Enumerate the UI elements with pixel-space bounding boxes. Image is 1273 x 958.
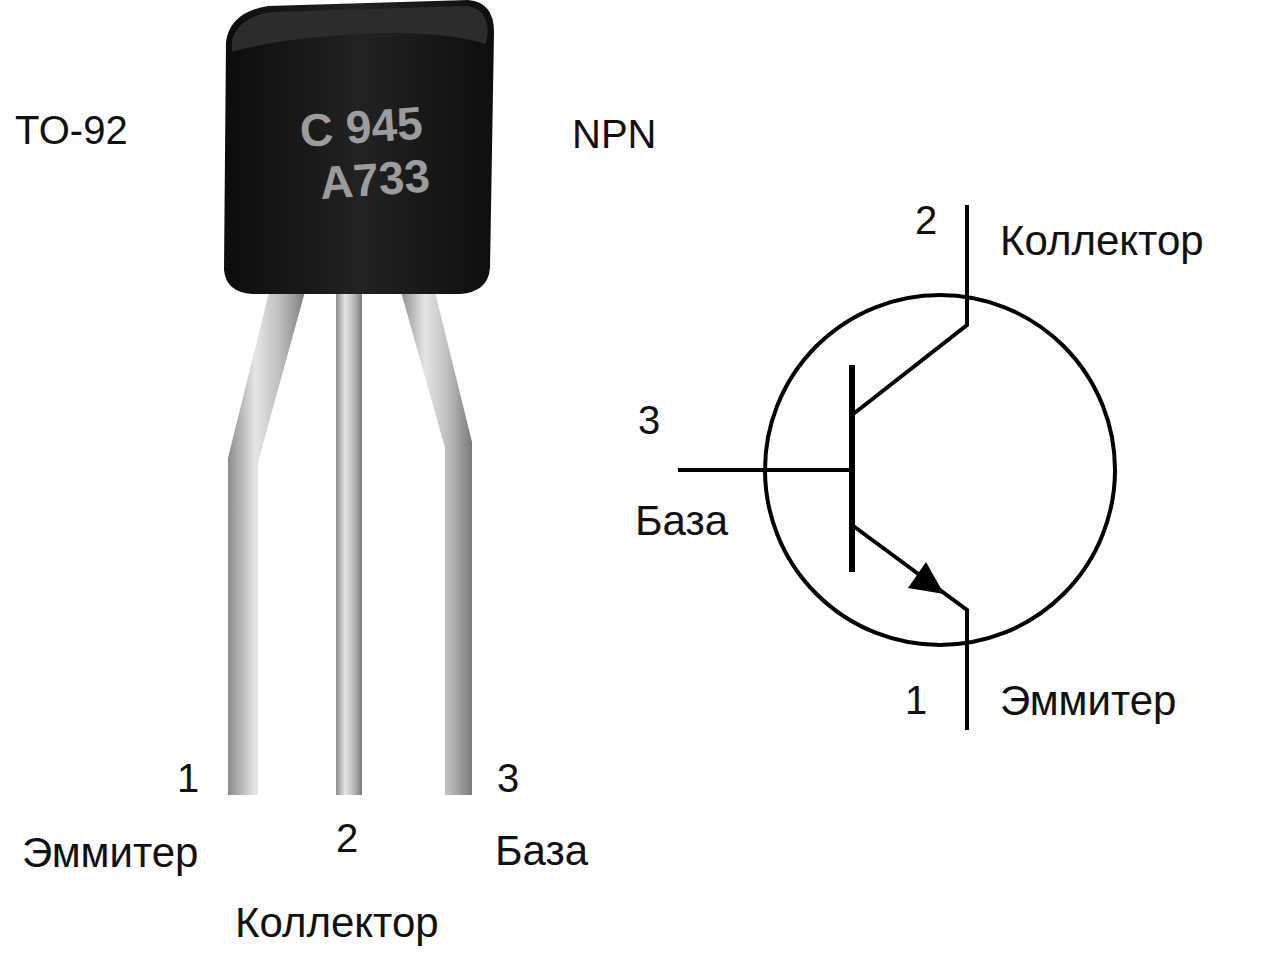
emitter-leg bbox=[228, 288, 306, 795]
pin-number: 3 bbox=[497, 758, 519, 798]
pin-name: База bbox=[495, 830, 588, 872]
part-marking: A733 bbox=[318, 152, 431, 206]
pin-number: 2 bbox=[915, 200, 937, 240]
pin-name: Эммитер bbox=[22, 832, 198, 874]
part-marking: C 945 bbox=[298, 99, 424, 153]
npn-symbol bbox=[678, 205, 1115, 730]
emitter-arrow bbox=[908, 562, 944, 594]
pin-number: 1 bbox=[177, 758, 199, 798]
transistor-body bbox=[224, 0, 494, 294]
pin-number: 1 bbox=[905, 680, 927, 720]
pin-name: Коллектор bbox=[235, 902, 439, 944]
pin-number: 3 bbox=[638, 400, 660, 440]
package-label: TO-92 bbox=[15, 110, 128, 150]
body-top-face bbox=[232, 6, 488, 52]
collector-leg bbox=[336, 288, 362, 795]
pin-name: База bbox=[635, 500, 728, 542]
pin-number: 2 bbox=[336, 818, 358, 858]
base-leg bbox=[400, 288, 472, 795]
pin-name: Коллектор bbox=[1000, 220, 1204, 262]
pin-name: Эммитер bbox=[1000, 680, 1176, 722]
type-label: NPN bbox=[572, 114, 656, 154]
